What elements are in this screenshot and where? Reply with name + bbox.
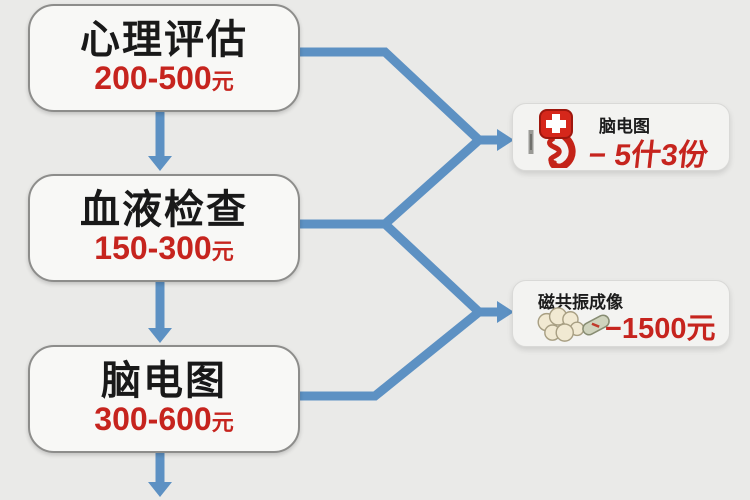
node-title: 脑电图 <box>101 359 227 404</box>
connector-blood-to-eeg-result <box>300 136 482 229</box>
connector-blood-to-mri-result <box>381 220 498 317</box>
node-price: 300-600元 <box>94 401 234 438</box>
node-price: 150-300元 <box>94 230 234 267</box>
currency-unit: 元 <box>211 69 234 95</box>
arrowhead-down-1 <box>148 156 172 171</box>
result-mri: 磁共振成像 −1500元 <box>512 280 730 347</box>
result-price: −1500元 <box>605 313 716 345</box>
node-psych-eval: 心理评估 200-500元 <box>28 4 300 112</box>
result-label: 磁共振成像 <box>538 293 623 312</box>
result-label: 脑电图 <box>599 117 650 136</box>
result-eeg: 脑电图 − 5什3份 <box>512 103 730 173</box>
brain-icon <box>535 307 585 348</box>
node-title: 心理评估 <box>80 18 248 63</box>
capsule-icon <box>581 311 611 344</box>
arrowhead-right-2 <box>497 301 514 323</box>
currency-unit: 元 <box>211 410 234 436</box>
node-blood-test: 血液检查 150-300元 <box>28 174 300 282</box>
node-eeg: 脑电图 300-600元 <box>28 345 300 453</box>
node-price: 200-500元 <box>94 60 234 97</box>
currency-unit: 元 <box>211 239 234 265</box>
connector-eeg-to-mri-result <box>300 308 482 401</box>
arrowhead-down-3 <box>148 482 172 497</box>
arrowhead-down-2 <box>148 328 172 343</box>
result-price: − 5什3份 <box>586 139 710 172</box>
arrowhead-right-1 <box>497 129 514 151</box>
node-title: 血液检查 <box>80 188 248 233</box>
connector-psych-to-eeg-result <box>300 47 498 145</box>
blood-bag-icon <box>523 108 585 173</box>
